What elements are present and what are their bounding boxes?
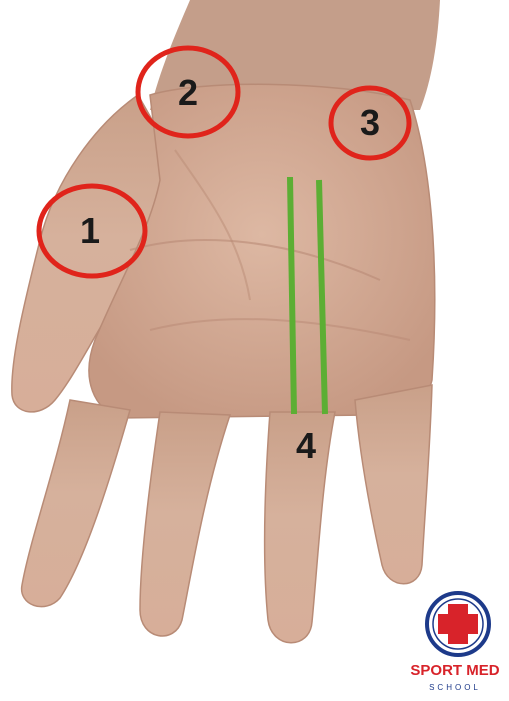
marker-3-label: 3 xyxy=(360,102,380,143)
little-finger xyxy=(355,385,432,584)
marker-4: 4 xyxy=(296,425,316,466)
marker-1-label: 1 xyxy=(80,210,100,251)
sport-med-logo-emblem xyxy=(427,593,489,655)
tendon-line-left xyxy=(290,177,294,414)
logo-subtitle: SCHOOL xyxy=(409,684,501,692)
index-finger xyxy=(22,400,130,607)
marker-2-label: 2 xyxy=(178,72,198,113)
middle-finger xyxy=(140,412,230,636)
marker-4-label: 4 xyxy=(296,425,316,466)
logo-title: SPORT MED xyxy=(409,663,501,678)
